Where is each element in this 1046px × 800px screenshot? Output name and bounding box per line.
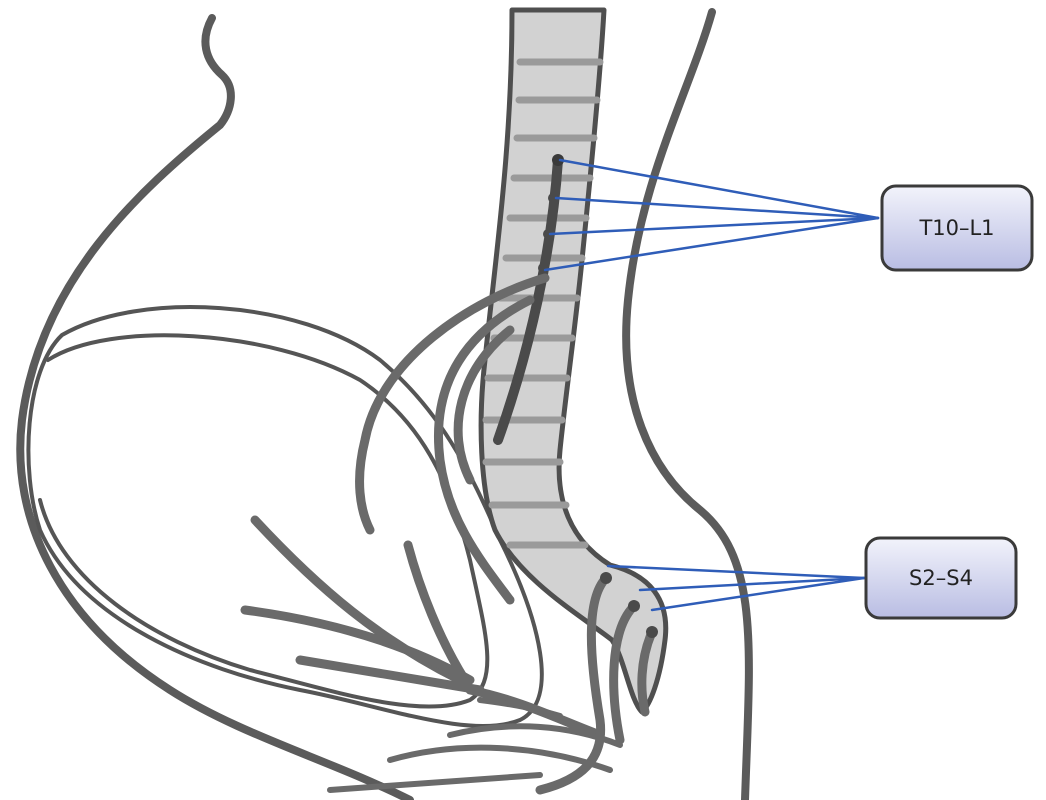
label-upper: T10–L1: [882, 186, 1032, 270]
label-lower-text: S2–S4: [909, 566, 973, 590]
label-lower: S2–S4: [866, 538, 1016, 618]
body-front-outline: [20, 18, 410, 800]
sacral-node: [646, 626, 658, 638]
sacral-node: [628, 600, 640, 612]
upper-pointer-lines: [545, 160, 878, 270]
organ-outline: [28, 307, 541, 726]
pelvic-nerve: [390, 748, 610, 770]
sacral-node: [600, 572, 612, 584]
cord-node: [538, 263, 548, 273]
label-upper-text: T10–L1: [918, 216, 994, 240]
